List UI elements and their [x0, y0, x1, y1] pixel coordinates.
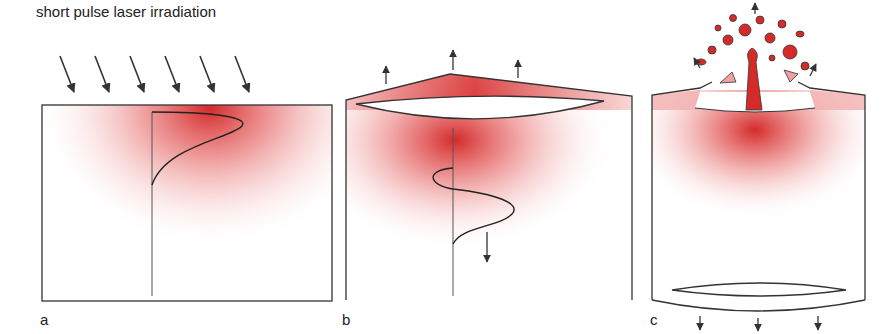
panel-c [625, 3, 883, 331]
panel-letter: b [342, 312, 350, 329]
panel-a [35, 0, 385, 301]
panel-letter: a [40, 312, 48, 329]
panel-letter: c [650, 312, 658, 329]
panel-b [295, 30, 632, 300]
laser-caption: short pulse laser irradiation [36, 4, 216, 21]
